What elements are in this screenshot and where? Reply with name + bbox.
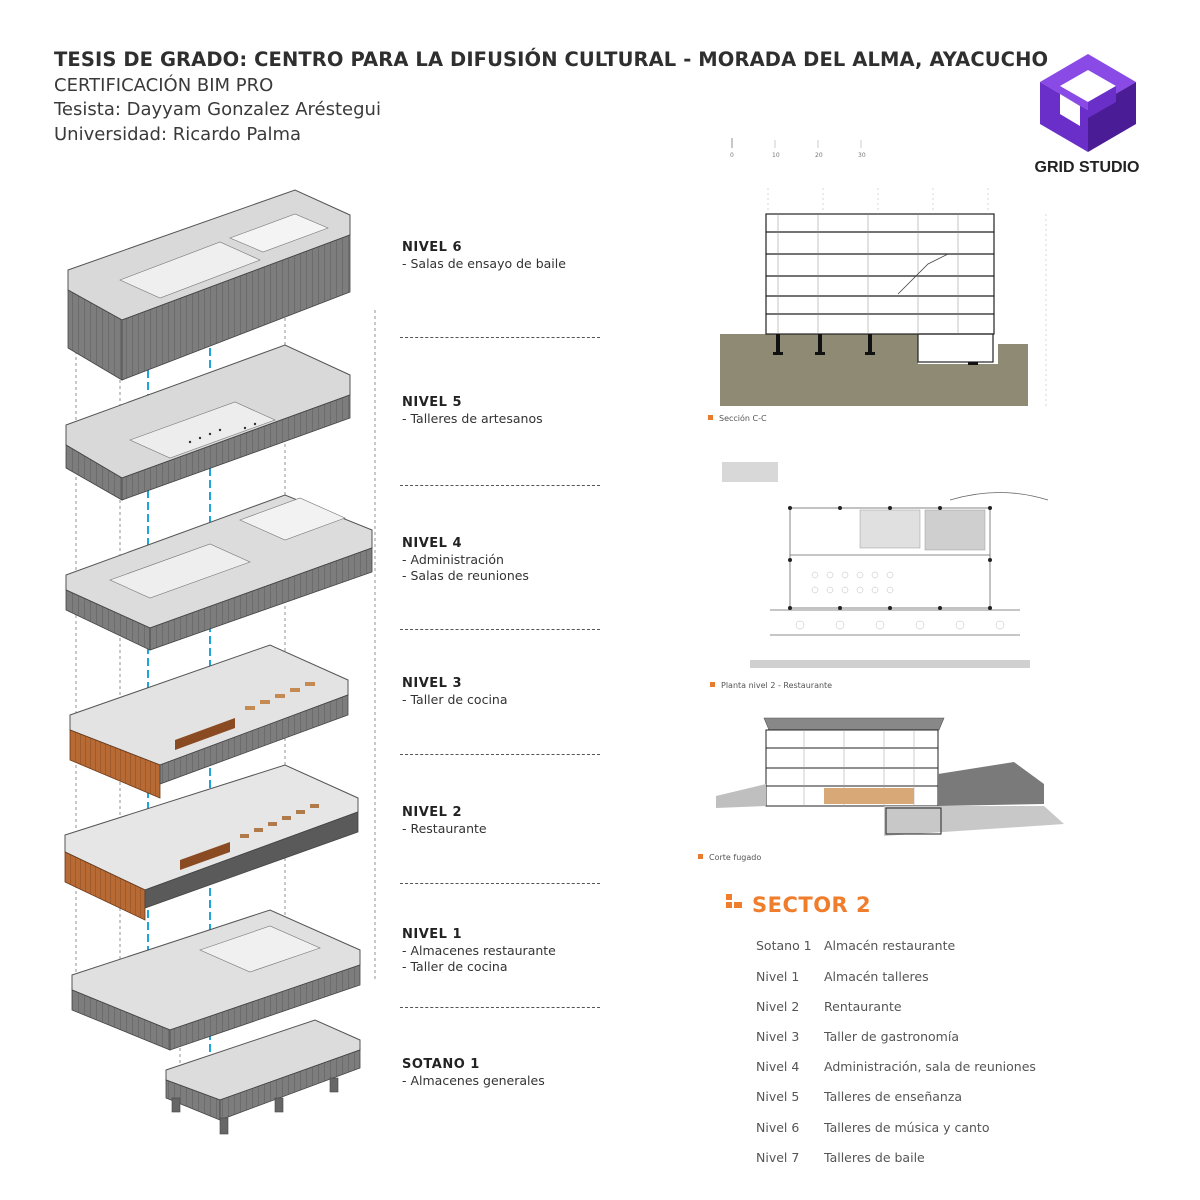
level-title: NIVEL 6	[402, 240, 463, 255]
level-title: NIVEL 4	[402, 536, 463, 551]
sector-row-level: Nivel 1	[756, 969, 800, 984]
university-line: Universidad: Ricardo Palma	[54, 124, 302, 145]
sector-row-use: Talleres de baile	[824, 1150, 925, 1165]
level-title: SOTANO 1	[402, 1057, 480, 1072]
level-title: NIVEL 2	[402, 805, 463, 820]
sector-row-use: Taller de gastronomía	[824, 1029, 959, 1044]
certification-line: CERTIFICACIÓN BIM PRO	[54, 75, 274, 96]
nivel-3-slab	[69, 644, 349, 799]
sector-icon	[726, 894, 742, 908]
level-label-nivel-4: NIVEL 4 - Administración - Salas de reun…	[402, 536, 529, 583]
sector-row: Nivel 1 Almacén talleres	[756, 969, 929, 984]
level-title: NIVEL 1	[402, 927, 463, 942]
sector-row-use: Rentaurante	[824, 999, 902, 1014]
nivel-1-slab	[71, 909, 361, 1051]
scale-tick-10: 10	[772, 152, 780, 159]
sector-row: Nivel 4 Administración, sala de reuniones	[756, 1059, 1036, 1074]
plan-caption: Planta nivel 2 - Restaurante	[710, 681, 832, 690]
sector-row-use: Administración, sala de reuniones	[824, 1059, 1036, 1074]
sector-row-level: Sotano 1	[756, 938, 812, 953]
sector-row-use: Talleres de música y canto	[824, 1120, 990, 1135]
level-divider	[400, 1007, 600, 1008]
section-cc-caption: Sección C-C	[708, 414, 767, 423]
sector-row: Nivel 3 Taller de gastronomía	[756, 1029, 959, 1044]
exploded-axonometric-diagram	[64, 189, 376, 1135]
grid-studio-logo-icon	[1040, 54, 1136, 152]
nivel-5-slab	[65, 344, 351, 501]
level-divider	[400, 629, 600, 630]
plan-caption-text: Planta nivel 2 - Restaurante	[721, 681, 833, 690]
level-label-nivel-1: NIVEL 1 - Almacenes restaurante - Taller…	[402, 927, 556, 974]
level-item: - Talleres de artesanos	[402, 411, 543, 426]
sector-title: SECTOR 2	[752, 893, 872, 917]
nivel-2-slab	[64, 764, 359, 921]
level-label-nivel-6: NIVEL 6 - Salas de ensayo de baile	[402, 240, 566, 272]
logo-text: GRID STUDIO	[1034, 159, 1140, 176]
sector-row-use: Talleres de enseñanza	[824, 1089, 963, 1104]
sector-row: Nivel 2 Rentaurante	[756, 999, 902, 1014]
nivel-6-slab	[67, 189, 351, 381]
level-item: - Taller de cocina	[402, 692, 508, 707]
level-divider	[400, 337, 600, 338]
plan-nivel-2-drawing	[720, 460, 1050, 670]
sector-row-level: Nivel 3	[756, 1029, 800, 1044]
sector-row: Sotano 1 Almacén restaurante	[756, 938, 955, 953]
scale-tick-30: 30	[858, 152, 866, 159]
sector-row: Nivel 6 Talleres de música y canto	[756, 1120, 989, 1135]
section-cc-caption-text: Sección C-C	[719, 414, 767, 423]
level-item: - Almacenes restaurante	[402, 943, 556, 958]
level-item: - Almacenes generales	[402, 1073, 545, 1088]
level-divider	[400, 883, 600, 884]
level-title: NIVEL 5	[402, 395, 463, 410]
level-item: - Restaurante	[402, 821, 487, 836]
sector-row-level: Nivel 4	[756, 1059, 800, 1074]
sector-row-use: Almacén restaurante	[824, 938, 956, 953]
scale-bar	[731, 138, 862, 148]
level-divider	[400, 485, 600, 486]
page-title: TESIS DE GRADO: CENTRO PARA LA DIFUSIÓN …	[54, 48, 1049, 71]
level-item: - Administración	[402, 552, 504, 567]
sector-row-level: Nivel 5	[756, 1089, 800, 1104]
level-label-nivel-5: NIVEL 5 - Talleres de artesanos	[402, 395, 543, 427]
nivel-4-slab	[65, 494, 373, 651]
corte-fugado-drawing	[716, 717, 1064, 836]
sector-row: Nivel 7 Talleres de baile	[756, 1150, 925, 1165]
author-line: Tesista: Dayyam Gonzalez Aréstegui	[54, 99, 381, 120]
level-label-nivel-3: NIVEL 3 - Taller de cocina	[402, 676, 508, 708]
sector-row-level: Nivel 6	[756, 1120, 800, 1135]
sotano-1-slab	[165, 1019, 361, 1135]
level-label-sotano-1: SOTANO 1 - Almacenes generales	[402, 1057, 545, 1089]
level-title: NIVEL 3	[402, 676, 463, 691]
sector-row-level: Nivel 7	[756, 1150, 800, 1165]
sector-row-use: Almacén talleres	[824, 969, 929, 984]
level-divider	[400, 754, 600, 755]
corte-fugado-caption: Corte fugado	[698, 853, 761, 862]
section-cc-drawing	[720, 188, 1047, 406]
corte-fugado-caption-text: Corte fugado	[709, 853, 762, 862]
scale-tick-20: 20	[815, 152, 823, 159]
sector-row-level: Nivel 2	[756, 999, 800, 1014]
level-label-nivel-2: NIVEL 2 - Restaurante	[402, 805, 487, 837]
level-item: - Salas de ensayo de baile	[402, 256, 566, 271]
level-item: - Taller de cocina	[402, 958, 508, 974]
scale-tick-0: 0	[730, 152, 734, 159]
sector-row: Nivel 5 Talleres de enseñanza	[756, 1089, 962, 1104]
level-item: - Salas de reuniones	[402, 567, 529, 583]
